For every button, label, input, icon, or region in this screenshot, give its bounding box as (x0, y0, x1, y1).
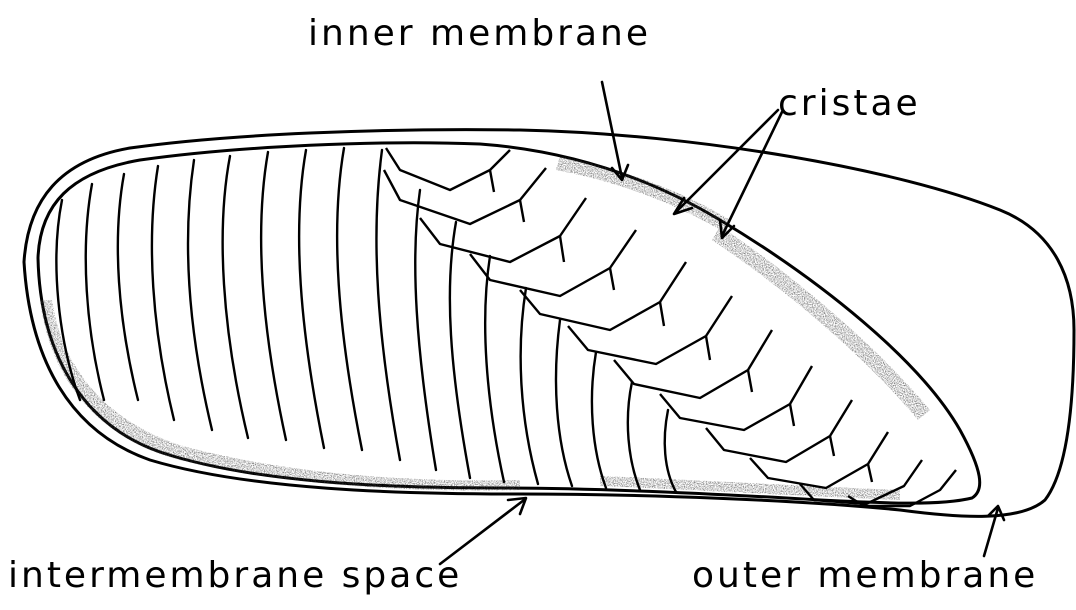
cristae-arrow-1 (676, 110, 778, 212)
inner-membrane-arrow (602, 82, 622, 178)
outer-membrane-label: outer membrane (692, 558, 1038, 594)
label-arrows (440, 82, 1004, 564)
cristae-arrow-2 (722, 112, 782, 236)
cristae-label: cristae (778, 86, 921, 122)
intermembrane-space-label: intermembrane space (8, 558, 462, 594)
inner-membrane-label: inner membrane (308, 16, 651, 52)
